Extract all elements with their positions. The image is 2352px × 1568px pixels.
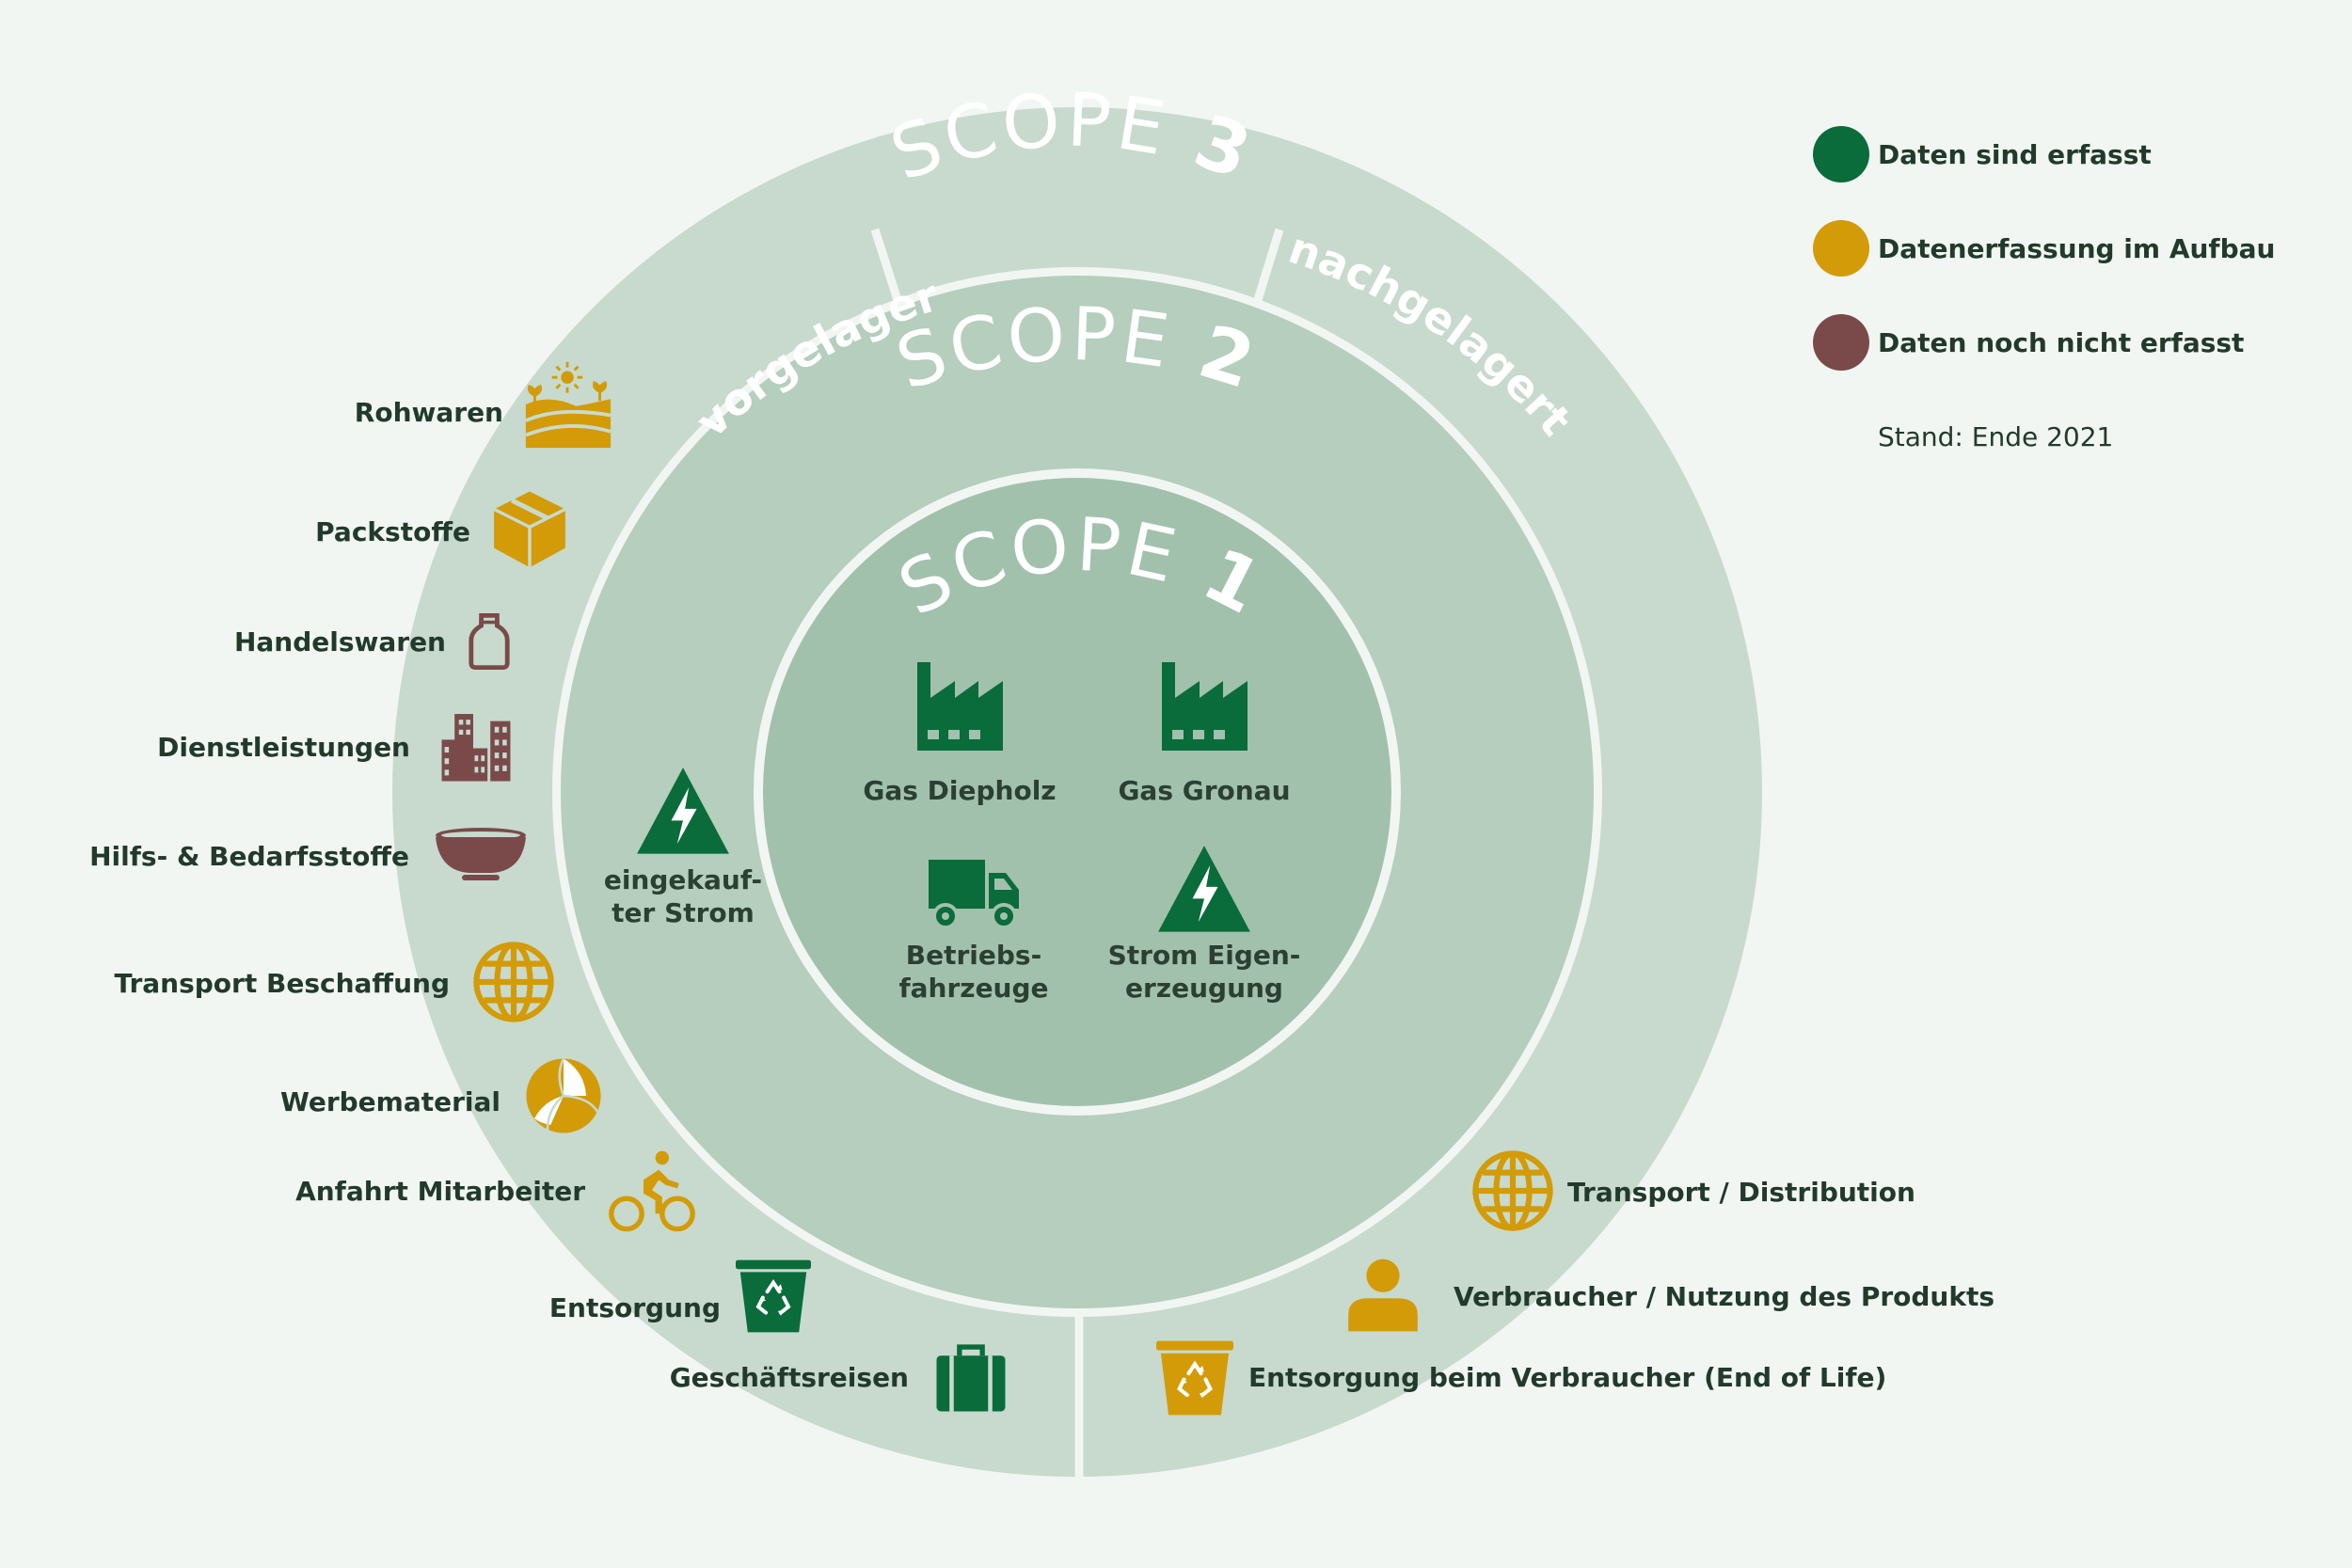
svg-text:Handelswaren: Handelswaren: [234, 626, 446, 657]
beach-ball-icon: [525, 1057, 602, 1134]
svg-text:Transport Beschaffung: Transport Beschaffung: [114, 968, 450, 999]
legend-dot-captured: [1813, 126, 1869, 182]
downstream-item-verbraucher-nutzung: Verbraucher / Nutzung des Produkts: [1348, 1259, 1994, 1332]
upstream-item-werbematerial: Werbematerial: [280, 1057, 602, 1134]
svg-text:Gas Diepholz: Gas Diepholz: [863, 775, 1056, 806]
scope1-item-strom-eigenerzeugung: Strom Eigen- erzeugung: [1108, 846, 1301, 1004]
svg-text:Transport / Distribution: Transport / Distribution: [1567, 1177, 1915, 1208]
svg-text:fahrzeuge: fahrzeuge: [898, 973, 1048, 1004]
upstream-item-rohwaren: Rohwaren: [355, 362, 611, 448]
upstream-item-dienstleistungen: Dienstleistungen: [157, 714, 511, 782]
svg-text:Verbraucher / Nutzung des Prod: Verbraucher / Nutzung des Produkts: [1454, 1281, 1994, 1312]
svg-text:Geschäftsreisen: Geschäftsreisen: [670, 1362, 909, 1393]
legend-item-in-progress: Datenerfassung im Aufbau: [1813, 220, 2276, 277]
legend-dot-not-captured: [1813, 314, 1869, 371]
scope1-ring: [763, 478, 1391, 1106]
upstream-item-packstoffe: Packstoffe: [315, 491, 565, 567]
svg-text:Packstoffe: Packstoffe: [315, 516, 470, 547]
legend-stand: Stand: Ende 2021: [1878, 421, 2113, 452]
upstream-item-transport-beschaffung: Transport Beschaffung: [114, 944, 550, 1019]
globe-icon: [1475, 1153, 1549, 1227]
svg-text:Entsorgung beim Verbraucher (E: Entsorgung beim Verbraucher (End of Life…: [1248, 1362, 1886, 1393]
svg-text:Strom Eigen-: Strom Eigen-: [1108, 940, 1301, 971]
svg-text:ter Strom: ter Strom: [612, 897, 755, 928]
legend-dot-in-progress: [1813, 220, 1869, 277]
svg-text:Daten sind erfasst: Daten sind erfasst: [1878, 139, 2152, 170]
globe-icon: [476, 944, 550, 1019]
scope2-item-eingekaufter-strom: eingekauf- ter Strom: [604, 768, 762, 928]
svg-text:Datenerfassung im Aufbau: Datenerfassung im Aufbau: [1878, 233, 2276, 264]
legend-item-not-captured: Daten noch nicht erfasst: [1813, 314, 2244, 371]
scope1-item-betriebsfahrzeuge: Betriebs- fahrzeuge: [898, 860, 1049, 1004]
svg-text:eingekauf-: eingekauf-: [604, 864, 762, 895]
svg-text:Entsorgung: Entsorgung: [549, 1292, 721, 1323]
downstream-item-entsorgung-verbraucher: Entsorgung beim Verbraucher (End of Life…: [1156, 1341, 1886, 1416]
svg-text:Daten noch nicht erfasst: Daten noch nicht erfasst: [1878, 327, 2244, 358]
legend: Daten sind erfasst Datenerfassung im Auf…: [1813, 126, 2276, 452]
svg-text:Betriebs-: Betriebs-: [906, 940, 1041, 971]
divider-upstream: [870, 228, 903, 305]
suitcase-icon: [937, 1347, 1006, 1411]
svg-text:Werbematerial: Werbematerial: [280, 1086, 501, 1117]
upstream-item-hilfs-bedarfsstoffe: Hilfs- & Bedarfsstoffe: [89, 828, 526, 880]
upstream-item-entsorgung: Entsorgung: [549, 1260, 811, 1333]
scope1-item-gas-gronau: Gas Gronau: [1118, 662, 1291, 806]
svg-text:Anfahrt Mitarbeiter: Anfahrt Mitarbeiter: [295, 1176, 585, 1207]
svg-text:Hilfs- & Bedarfsstoffe: Hilfs- & Bedarfsstoffe: [89, 841, 409, 872]
svg-text:Gas Gronau: Gas Gronau: [1118, 775, 1290, 806]
downstream-item-transport-distribution: Transport / Distribution: [1475, 1153, 1915, 1227]
upstream-item-anfahrt-mitarbeiter: Anfahrt Mitarbeiter: [295, 1151, 692, 1229]
upstream-item-handelswaren: Handelswaren: [234, 615, 507, 667]
upstream-item-geschaeftsreisen: Geschäftsreisen: [670, 1347, 1006, 1411]
svg-text:Dienstleistungen: Dienstleistungen: [157, 732, 410, 763]
divider-downstream: [1252, 228, 1284, 305]
svg-text:erzeugung: erzeugung: [1125, 973, 1283, 1004]
svg-text:Rohwaren: Rohwaren: [355, 397, 503, 428]
scope1-item-gas-diepholz: Gas Diepholz: [863, 662, 1057, 806]
legend-item-captured: Daten sind erfasst: [1813, 126, 2152, 182]
